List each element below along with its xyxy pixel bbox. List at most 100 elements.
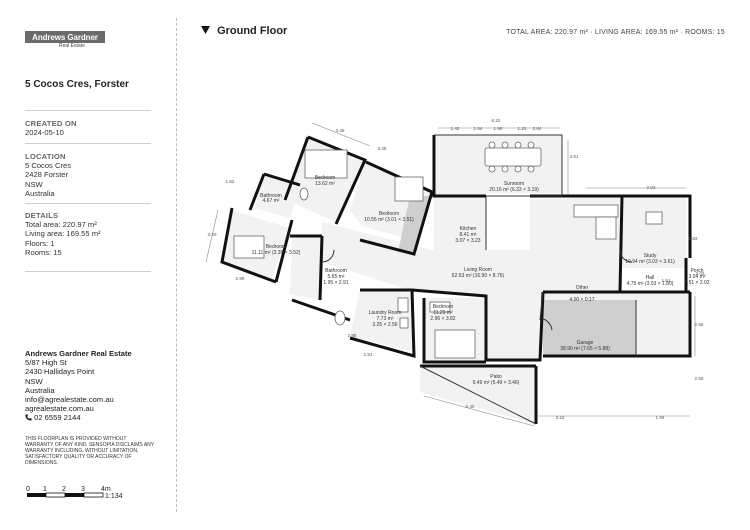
- room-kitchen: Kitchen 8.41 m² 3.07 × 3.23: [455, 226, 480, 244]
- dimension-label: 3.26: [378, 146, 387, 151]
- room-garage: Garage 38.90 m² (7.65 × 5.88): [560, 340, 610, 352]
- details-line: Floors: 1: [25, 238, 55, 248]
- agency-name: Andrews Gardner Real Estate: [25, 349, 132, 358]
- room-name: Bedroom: [433, 304, 453, 310]
- brand-name: Andrews Gardner: [32, 33, 98, 42]
- room-area: 4.75 m² (3.03 × 1.80): [627, 281, 674, 287]
- room-name: Bedroom: [379, 211, 399, 217]
- room-bedroom-4: Bedroom 11.29 m² 2.96 × 3.82: [430, 304, 455, 322]
- room-name: Laundry Room: [369, 310, 402, 316]
- room-patio: Patio 9.49 m² (5.49 × 3.46): [473, 374, 520, 386]
- room-dims: 1.95 × 2.91: [323, 280, 348, 286]
- dimension-label: 2.03: [647, 185, 656, 190]
- location-line: 5 Cocos Cres: [25, 161, 72, 171]
- dimension-label: 1.94: [656, 415, 665, 420]
- divider: [25, 271, 151, 272]
- scale-tick-label: 1: [43, 486, 47, 493]
- room-area: 11.29 m²: [433, 310, 453, 316]
- divider: [25, 203, 151, 204]
- room-study: Study 10.94 m² (3.03 × 3.61): [625, 253, 675, 265]
- scale-tick-label: 4m: [101, 486, 111, 493]
- room-area: 5.65 m²: [328, 274, 345, 280]
- room-laundry: Laundry Room 7.73 m² 3.25 × 2.56: [369, 310, 402, 328]
- dimension-label: 2.55: [695, 376, 704, 381]
- agency-email[interactable]: info@agrealestate.com.au: [25, 395, 114, 405]
- agency-website[interactable]: agrealestate.com.au: [25, 404, 94, 414]
- room-living: Living Room 62.63 m² (16.90 × 8.76): [452, 267, 505, 279]
- created-date: 2024-05-10: [25, 128, 64, 138]
- location-label: LOCATION: [25, 152, 66, 161]
- dimension-label: 1.22: [518, 126, 527, 131]
- room-bedroom-2: Bedroom 11.11 m² (3.36 × 3.52): [252, 244, 301, 256]
- details-section: DETAILS Total area: 220.97 m² Living are…: [25, 211, 101, 257]
- dimension-label: 2.84: [533, 126, 542, 131]
- scale-tick-label: 0: [26, 486, 30, 493]
- details-line: Rooms: 15: [25, 247, 62, 257]
- floor-title-row: Ground Floor: [201, 25, 287, 37]
- room-bedroom-1: Bedroom 13.62 m²: [315, 175, 335, 187]
- dimension-label: 6.22: [492, 118, 501, 123]
- page-divider: [176, 18, 177, 512]
- agency-phone-row[interactable]: 02 6559 2144: [25, 413, 132, 422]
- location-line: NSW: [25, 179, 43, 189]
- agency-line: 5/87 High St: [25, 358, 67, 368]
- sidebar: Andrews Gardner Real Estate 5 Cocos Cres…: [0, 0, 176, 530]
- details-line: Living area: 169.55 m²: [25, 229, 101, 239]
- dimension-label: 2.81: [364, 352, 373, 357]
- room-bathroom-2: Bathroom 5.65 m² 1.95 × 2.91: [323, 268, 348, 286]
- dimension-label: 2.02: [696, 271, 705, 276]
- room-name: Study: [644, 253, 657, 259]
- floor-totals: TOTAL AREA: 220.97 m² · LIVING AREA: 169…: [506, 29, 725, 36]
- room-area: 8.41 m²: [460, 232, 477, 238]
- room-dims: 1.51 × 2.02: [684, 280, 709, 286]
- agency-phone: 02 6559 2144: [34, 413, 81, 423]
- disclaimer: THIS FLOORPLAN IS PROVIDED WITHOUT WARRA…: [25, 436, 155, 466]
- room-name: Sunroom: [504, 181, 524, 187]
- dimension-label: 2.56: [695, 322, 704, 327]
- room-name: Patio: [490, 374, 502, 380]
- room-area: 4.67 m²: [263, 198, 280, 204]
- dimension-label: 1.83: [689, 236, 698, 241]
- room-bathroom-1: Bathroom 4.67 m²: [260, 193, 282, 204]
- dimension-label: 1.51: [662, 278, 671, 283]
- room-area: 11.11 m² (3.36 × 3.52): [252, 250, 301, 256]
- dimension-label: 2.85: [348, 333, 357, 338]
- room-sunroom: Sunroom 20.16 m² (6.33 × 3.19): [489, 181, 539, 193]
- room-area: 3.04 m²: [689, 274, 706, 280]
- details-line: Total area: 220.97 m²: [25, 220, 97, 230]
- room-name: Other: [576, 285, 589, 291]
- room-area: 9.49 m² (5.49 × 3.46): [473, 380, 520, 386]
- brand-logo: Andrews Gardner Real Estate: [25, 31, 105, 53]
- room-area: 10.55 m² (3.01 × 3.51): [364, 217, 414, 223]
- room-porch: Porch 3.04 m² 1.51 × 2.02: [684, 268, 709, 286]
- triangle-down-icon: [201, 26, 210, 34]
- room-name: Bedroom: [315, 175, 335, 181]
- room-dims: 3.25 × 2.56: [372, 322, 397, 328]
- room-name: Bathroom: [260, 193, 282, 199]
- created-label: CREATED ON: [25, 119, 77, 128]
- phone-icon: [25, 414, 32, 422]
- brand-sub: Real Estate: [59, 43, 85, 49]
- room-name: Bedroom: [266, 244, 286, 250]
- room-name: Garage: [577, 340, 594, 346]
- room-area: 10.94 m² (3.03 × 3.61): [625, 259, 675, 265]
- divider: [25, 143, 151, 144]
- room-area: 7.73 m²: [377, 316, 394, 322]
- floor-plan: 6.22 1.42 1.54 1.90 1.22 2.84 3.48 3.26 …: [205, 118, 710, 427]
- agency-line: NSW: [25, 376, 43, 386]
- room-area: 38.90 m² (7.65 × 5.88): [560, 346, 610, 352]
- room-name: Kitchen: [460, 226, 477, 232]
- room-name: Hall: [646, 275, 655, 281]
- agency-line: Australia: [25, 385, 55, 395]
- dimension-label: 1.54: [474, 126, 483, 131]
- dimension-label: 1.62: [226, 179, 235, 184]
- room-other: Other 4.00 × 0.17: [569, 285, 594, 303]
- location-line: Australia: [25, 188, 55, 198]
- scale-ratio: 1:134: [105, 493, 123, 500]
- room-name: Living Room: [464, 267, 492, 273]
- dimension-label: 1.90: [494, 126, 503, 131]
- location-line: 2428 Forster: [25, 170, 69, 180]
- dimension-label: 5.40: [466, 404, 475, 409]
- dimension-label: 3.20: [208, 232, 217, 237]
- property-title: 5 Cocos Cres, Forster: [25, 79, 129, 90]
